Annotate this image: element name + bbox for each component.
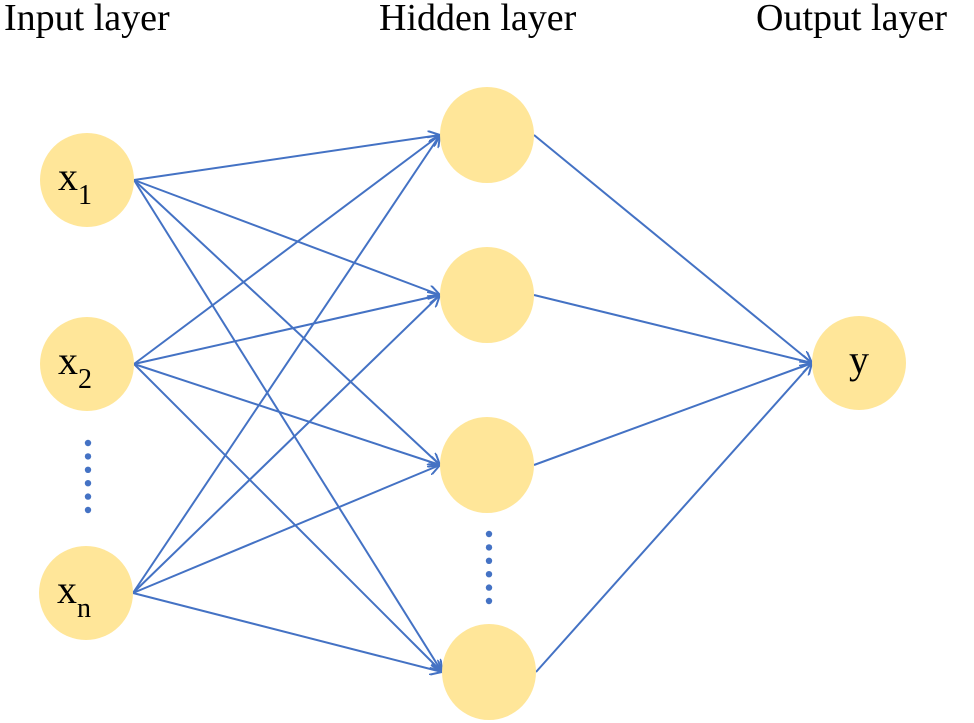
edge-x1-h1 bbox=[133, 135, 440, 181]
edge-x1-h4 bbox=[133, 179, 442, 672]
edge-h3-y bbox=[533, 363, 812, 466]
ellipsis-dot bbox=[84, 493, 92, 500]
edge-xn-h3 bbox=[132, 465, 440, 594]
hidden-ellipsis bbox=[485, 530, 493, 605]
edge-x2-h4 bbox=[133, 363, 442, 672]
ellipsis-dot bbox=[84, 439, 92, 447]
ellipsis-dot bbox=[485, 597, 493, 605]
edge-x2-h2 bbox=[133, 295, 440, 365]
edge-h2-y bbox=[533, 294, 812, 363]
edge-xn-h1 bbox=[132, 135, 440, 594]
node-circle bbox=[40, 317, 134, 411]
node-circle bbox=[440, 87, 534, 183]
node-h1 bbox=[440, 87, 534, 183]
node-y: y bbox=[812, 316, 906, 410]
node-label: y bbox=[849, 337, 869, 382]
ellipsis-dot bbox=[485, 544, 493, 551]
ellipsis-dot bbox=[485, 584, 493, 591]
ellipsis-dot bbox=[485, 530, 493, 538]
node-x1: x1 bbox=[40, 133, 134, 227]
node-circle bbox=[812, 316, 906, 410]
ellipsis-dot bbox=[84, 453, 92, 460]
edge-xn-h4 bbox=[132, 592, 442, 672]
node-circle bbox=[440, 417, 534, 513]
edge-x1-h3 bbox=[133, 179, 440, 465]
ellipsis-dot bbox=[485, 557, 493, 564]
output-layer-title: Output layer bbox=[756, 0, 948, 39]
node-circle bbox=[39, 546, 133, 640]
edge-xn-h2 bbox=[132, 295, 440, 594]
node-circle bbox=[40, 133, 134, 227]
node-h2 bbox=[440, 247, 534, 343]
edge-h1-y bbox=[533, 134, 812, 363]
edge-x1-h2 bbox=[133, 179, 440, 295]
input-layer-title: Input layer bbox=[4, 0, 170, 39]
hidden-layer-title: Hidden layer bbox=[379, 0, 577, 39]
ellipsis-dot bbox=[84, 480, 92, 487]
edge-h4-y bbox=[535, 363, 812, 673]
edge-x2-h1 bbox=[133, 135, 440, 365]
node-circle bbox=[442, 624, 536, 720]
node-x2: x2 bbox=[40, 317, 134, 411]
ellipsis-dot bbox=[84, 466, 92, 473]
node-circle bbox=[440, 247, 534, 343]
input-ellipsis bbox=[84, 439, 92, 514]
edge-x2-h3 bbox=[133, 363, 440, 465]
node-h4 bbox=[442, 624, 536, 720]
node-h3 bbox=[440, 417, 534, 513]
ellipsis-dot bbox=[485, 571, 493, 578]
ellipsis-dot bbox=[84, 506, 92, 514]
node-xn: xn bbox=[39, 546, 133, 640]
